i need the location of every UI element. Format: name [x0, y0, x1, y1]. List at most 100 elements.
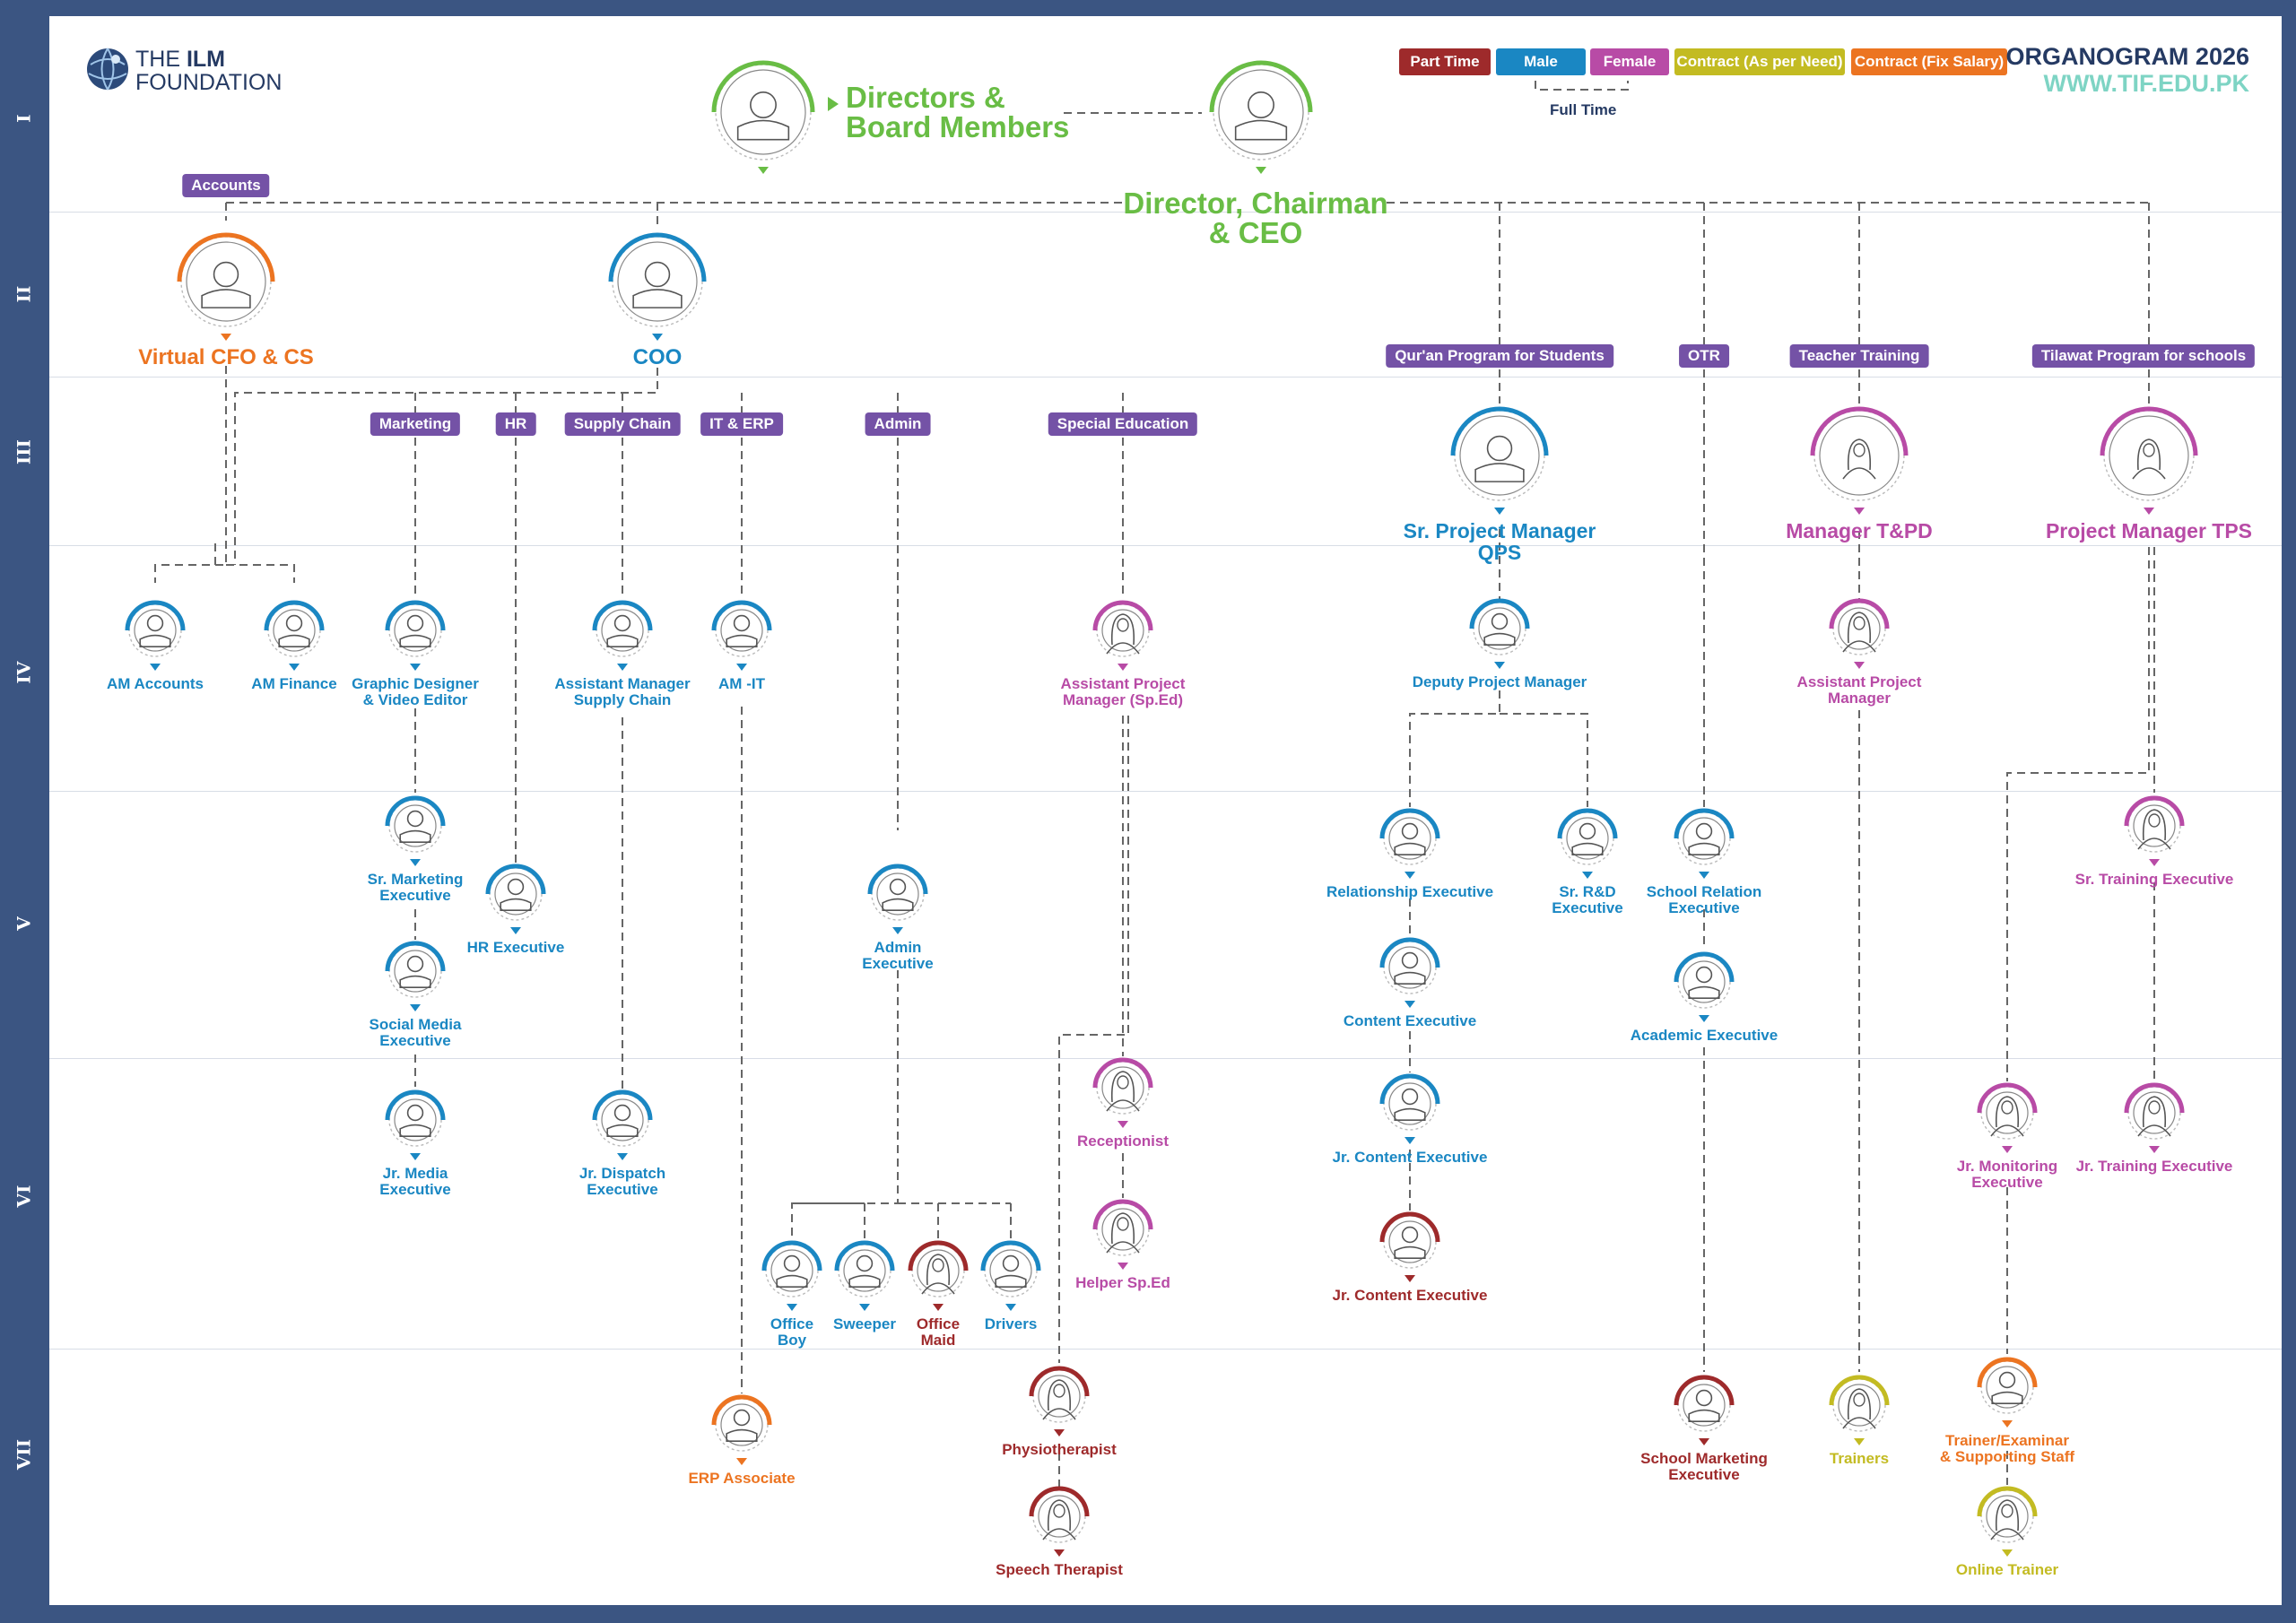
- legend-chip-1: Male: [1496, 48, 1586, 75]
- female-avatar-icon: [1028, 1365, 1091, 1440]
- level-divider: [49, 1349, 2282, 1350]
- org-node-sweeper: Sweeper: [757, 1239, 972, 1332]
- org-node-label-line: Content Executive: [1343, 1012, 1477, 1029]
- org-node-label-line: Executive: [1552, 898, 1623, 916]
- org-node-label-line: Jr. Training Executive: [2075, 1158, 2233, 1175]
- org-node-label-line: Executive: [1668, 898, 1740, 916]
- org-node-acad: Academic Executive: [1596, 950, 1812, 1044]
- org-node-label-line: Relationship Executive: [1326, 883, 1494, 900]
- org-node-rele: Relationship Executive: [1302, 807, 1518, 900]
- level-divider: [49, 377, 2282, 378]
- org-node-speech: Speech Therapist: [952, 1485, 1167, 1578]
- org-node-label-line: Sr. Training Executive: [2074, 871, 2234, 888]
- male-avatar-icon: [384, 599, 447, 674]
- org-node-jrte: Jr. Training Executive: [2047, 1081, 2262, 1175]
- male-avatar-icon: [1378, 1211, 1441, 1286]
- org-node-label-line: Trainers: [1829, 1450, 1890, 1467]
- org-node-label-line: Receptionist: [1076, 1133, 1170, 1150]
- org-node-label: Sr. Project Manager QPS: [1392, 520, 1607, 563]
- org-node-label-line: HR Executive: [466, 939, 565, 956]
- org-node-pmtps: Project Manager TPS: [2041, 405, 2257, 542]
- website-link[interactable]: WWW.TIF.EDU.PK: [2043, 70, 2249, 97]
- org-node-label: Relationship Executive: [1302, 884, 1518, 900]
- org-node-label-line: Executive: [379, 1031, 451, 1049]
- org-node-trainers: Trainers: [1752, 1374, 1967, 1467]
- female-avatar-icon: [1976, 1081, 2039, 1157]
- male-avatar-icon: [176, 231, 276, 344]
- male-avatar-icon: [1378, 936, 1441, 1011]
- org-node-label-line: Executive: [1668, 1465, 1740, 1483]
- org-node-cfo: Virtual CFO & CS: [118, 231, 334, 369]
- male-avatar-icon: [1556, 807, 1619, 882]
- org-node-label-line: Executive: [379, 1180, 451, 1198]
- male-avatar-icon: [607, 231, 708, 344]
- level-divider: [49, 791, 2282, 792]
- org-node-label-line: Assistant Project: [1796, 673, 1922, 690]
- dept-tag-it-erp: IT & ERP: [700, 412, 783, 436]
- ceo-label: Director, Chairman& CEO: [1123, 187, 1388, 249]
- dept-tag-hr: HR: [495, 412, 536, 436]
- female-avatar-icon: [1091, 1056, 1154, 1132]
- dept-tag-marketing: Marketing: [370, 412, 461, 436]
- org-node-jrce2: Jr. Content Executive: [1302, 1211, 1518, 1304]
- org-node-label: Receptionist: [1015, 1133, 1231, 1150]
- org-node-label: Trainer/Examinar& Supporting Staff: [1900, 1433, 2115, 1465]
- male-avatar-icon: [710, 1393, 773, 1469]
- org-node-dpm: Deputy Project Manager: [1392, 597, 1607, 690]
- org-node-trex: Trainer/Examinar& Supporting Staff: [1900, 1356, 2115, 1465]
- org-node-label: AM Accounts: [48, 676, 263, 692]
- male-avatar-icon: [591, 599, 654, 674]
- board-arrow-icon: [828, 97, 839, 111]
- org-node-label-line: Sr. Project Manager QPS: [1403, 519, 1596, 565]
- org-node-label-line: AM Accounts: [107, 675, 204, 692]
- female-avatar-icon: [907, 1239, 970, 1315]
- male-avatar-icon: [1468, 597, 1531, 673]
- org-node-label: COO: [550, 346, 765, 369]
- ceo-avatar-icon: [1208, 59, 1314, 182]
- male-avatar-icon: [1673, 950, 1735, 1026]
- org-node-label-line: School Relation: [1646, 883, 1762, 900]
- org-node-label-line: Jr. Monitoring: [1956, 1158, 2058, 1175]
- legend-full-time: Full Time: [1550, 101, 1617, 118]
- legend-chip-2: Female: [1590, 48, 1669, 75]
- org-node-label-line: Office: [916, 1315, 961, 1332]
- male-avatar-icon: [761, 1239, 823, 1315]
- org-node-label: Trainers: [1752, 1451, 1967, 1467]
- dept-tag-teacher-training: Teacher Training: [1789, 344, 1929, 368]
- org-node-srte: Sr. Training Executive: [2047, 794, 2262, 888]
- male-avatar-icon: [384, 794, 447, 870]
- org-node-label-line: Admin: [874, 939, 922, 956]
- male-avatar-icon: [979, 1239, 1042, 1315]
- org-node-label-line: AM -IT: [718, 675, 765, 692]
- female-avatar-icon: [1809, 405, 1909, 518]
- org-node-label: Deputy Project Manager: [1392, 674, 1607, 690]
- board-members-avatar-icon: [710, 59, 816, 182]
- org-node-erp: ERP Associate: [634, 1393, 849, 1487]
- org-node-label-line: & Supporting Staff: [1939, 1447, 2075, 1465]
- org-node-label-line: Maid: [920, 1331, 956, 1349]
- org-node-label: Physiotherapist: [952, 1442, 1167, 1458]
- org-node-label-line: Executive: [862, 954, 934, 972]
- female-avatar-icon: [1091, 599, 1154, 674]
- org-node-recep: Receptionist: [1015, 1056, 1231, 1150]
- org-node-hre: HR Executive: [408, 863, 623, 956]
- globe-icon: [87, 48, 128, 91]
- male-avatar-icon: [1378, 1072, 1441, 1148]
- female-avatar-icon: [1091, 1198, 1154, 1273]
- org-node-label: Online Trainer: [1900, 1562, 2115, 1578]
- male-avatar-icon: [484, 863, 547, 938]
- male-avatar-icon: [384, 1089, 447, 1164]
